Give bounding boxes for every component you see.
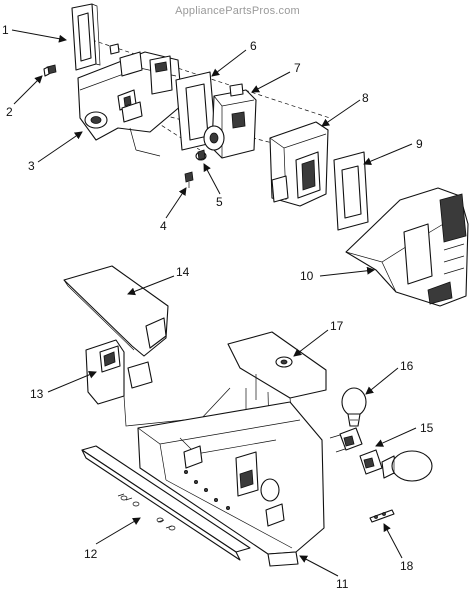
callout-3: 3 (28, 159, 35, 173)
callout-6: 6 (250, 39, 257, 53)
callout-numbers: 1 2 3 4 5 6 7 8 9 10 11 12 13 14 15 16 1… (2, 23, 434, 591)
leader-lines (11, 29, 417, 577)
watermark: AppliancePartsPros.com (175, 5, 300, 17)
part-18-fastener[interactable] (369, 509, 395, 523)
part-17-lamp-cover[interactable] (227, 331, 327, 419)
callout-1: 1 (2, 23, 9, 37)
part-9-gasket[interactable] (333, 151, 369, 231)
callout-5: 5 (216, 195, 223, 209)
part-12-trim-panel[interactable] (81, 445, 251, 561)
part-2-clip[interactable] (43, 64, 57, 77)
part-16-bulb[interactable] (341, 387, 367, 427)
callout-16: 16 (400, 359, 414, 373)
part-15-socket-bulb[interactable] (339, 427, 433, 482)
part-3-housing[interactable] (77, 43, 183, 157)
part-7-actuator[interactable] (203, 83, 257, 159)
callout-14: 14 (176, 265, 190, 279)
callout-8: 8 (362, 91, 369, 105)
part-11-lamp-housing[interactable] (137, 401, 325, 567)
callout-17: 17 (330, 319, 344, 333)
part-1-gasket[interactable] (71, 3, 101, 71)
callout-15: 15 (420, 421, 434, 435)
callout-7: 7 (294, 61, 301, 75)
callout-18: 18 (400, 559, 414, 573)
callout-10: 10 (300, 269, 314, 283)
callout-4: 4 (160, 219, 167, 233)
part-5-screw[interactable] (195, 149, 207, 161)
callout-2: 2 (6, 105, 13, 119)
part-4-screw[interactable] (184, 171, 194, 188)
callout-12: 12 (84, 547, 98, 561)
callout-13: 13 (30, 387, 44, 401)
callout-9: 9 (416, 137, 423, 151)
callout-11: 11 (336, 577, 349, 591)
part-8-chute[interactable] (269, 121, 329, 207)
part-13-control-board[interactable] (85, 339, 205, 427)
part-10-cover[interactable] (345, 187, 469, 307)
